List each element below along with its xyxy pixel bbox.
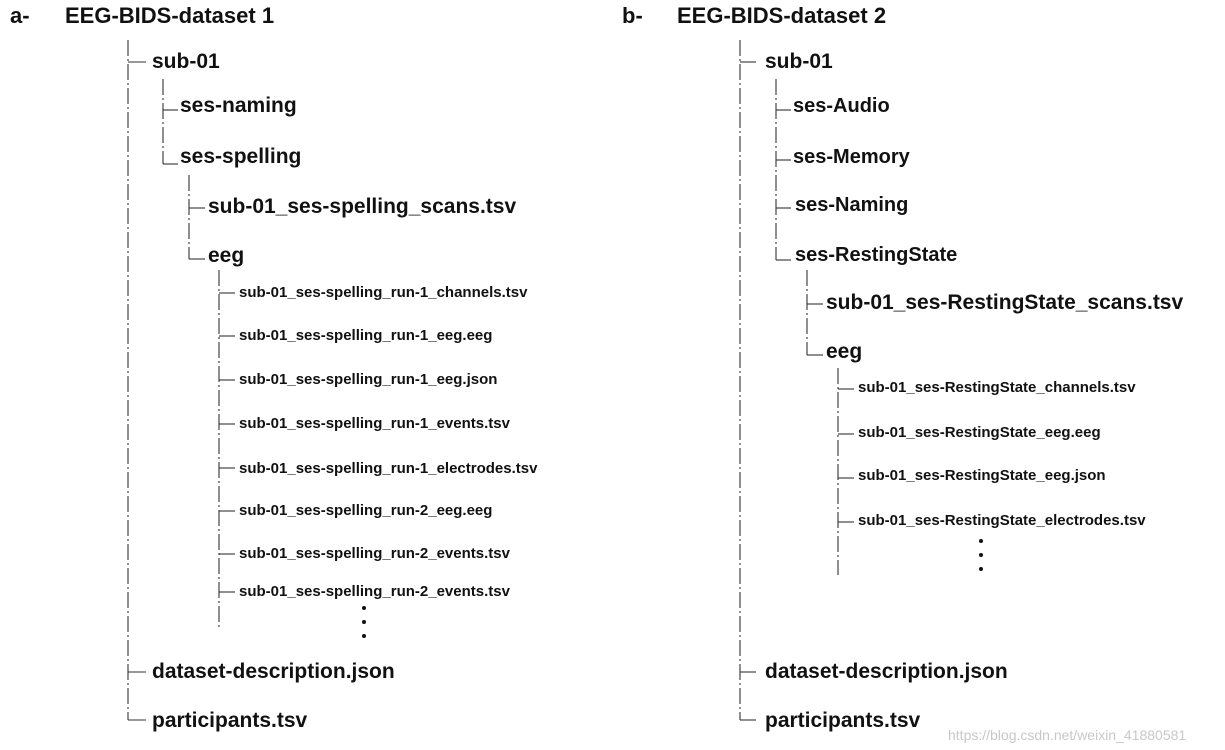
- panel-a-title: EEG-BIDS-dataset 1: [65, 3, 274, 28]
- panel-a-subject-connectors: [162, 79, 178, 165]
- ellipsis-icon: [362, 606, 366, 638]
- panel-a-session-connectors: [188, 175, 205, 260]
- session-folder-naming: ses-naming: [180, 94, 297, 117]
- watermark-text: https://blog.csdn.net/weixin_41880581: [948, 727, 1186, 743]
- eeg-file-4: sub-01_ses-RestingState_electrodes.tsv: [858, 512, 1146, 529]
- session-folder-memory: ses-Memory: [793, 146, 911, 168]
- eeg-file-5: sub-01_ses-spelling_run-1_electrodes.tsv: [239, 460, 538, 477]
- panel-b-label: b-: [622, 3, 643, 28]
- eeg-folder: eeg: [826, 340, 862, 363]
- subject-folder: sub-01: [152, 50, 220, 73]
- session-folder-naming: ses-Naming: [795, 194, 908, 216]
- panel-b-subject-connectors: [775, 79, 791, 261]
- panel-a-label: a-: [10, 3, 30, 28]
- eeg-file-6: sub-01_ses-spelling_run-2_eeg.eeg: [239, 502, 492, 519]
- eeg-file-3: sub-01_ses-RestingState_eeg.json: [858, 467, 1106, 484]
- panel-a: a- EEG-BIDS-dataset 1 sub-01 ses-naming …: [10, 3, 538, 732]
- dataset-description-file: dataset-description.json: [765, 660, 1008, 683]
- panel-a-root-connectors: [127, 40, 146, 721]
- subject-folder: sub-01: [765, 50, 833, 73]
- session-folder-restingstate: ses-RestingState: [795, 244, 957, 266]
- panel-b-root-connectors: [739, 40, 756, 721]
- eeg-file-1: sub-01_ses-spelling_run-1_channels.tsv: [239, 284, 528, 301]
- eeg-file-7: sub-01_ses-spelling_run-2_events.tsv: [239, 545, 511, 562]
- ellipsis-icon: [979, 539, 983, 571]
- eeg-file-2: sub-01_ses-spelling_run-1_eeg.eeg: [239, 327, 492, 344]
- eeg-file-4: sub-01_ses-spelling_run-1_events.tsv: [239, 415, 511, 432]
- panel-a-eeg-connectors: [218, 270, 235, 630]
- scans-file: sub-01_ses-spelling_scans.tsv: [208, 195, 516, 218]
- panel-b: b- EEG-BIDS-dataset 2 sub-01 ses-Audio s…: [622, 3, 1183, 732]
- panel-b-title: EEG-BIDS-dataset 2: [677, 3, 886, 28]
- session-folder-spelling: ses-spelling: [180, 145, 301, 168]
- eeg-file-8: sub-01_ses-spelling_run-2_events.tsv: [239, 583, 511, 600]
- panel-b-eeg-connectors: [837, 368, 854, 575]
- session-folder-audio: ses-Audio: [793, 95, 890, 117]
- participants-file: participants.tsv: [152, 709, 308, 732]
- dataset-description-file: dataset-description.json: [152, 660, 395, 683]
- eeg-file-1: sub-01_ses-RestingState_channels.tsv: [858, 379, 1136, 396]
- eeg-folder: eeg: [208, 244, 244, 267]
- panel-b-session-connectors: [806, 270, 823, 356]
- scans-file: sub-01_ses-RestingState_scans.tsv: [826, 291, 1183, 314]
- eeg-file-3: sub-01_ses-spelling_run-1_eeg.json: [239, 371, 497, 388]
- participants-file: participants.tsv: [765, 709, 921, 732]
- eeg-file-2: sub-01_ses-RestingState_eeg.eeg: [858, 424, 1101, 441]
